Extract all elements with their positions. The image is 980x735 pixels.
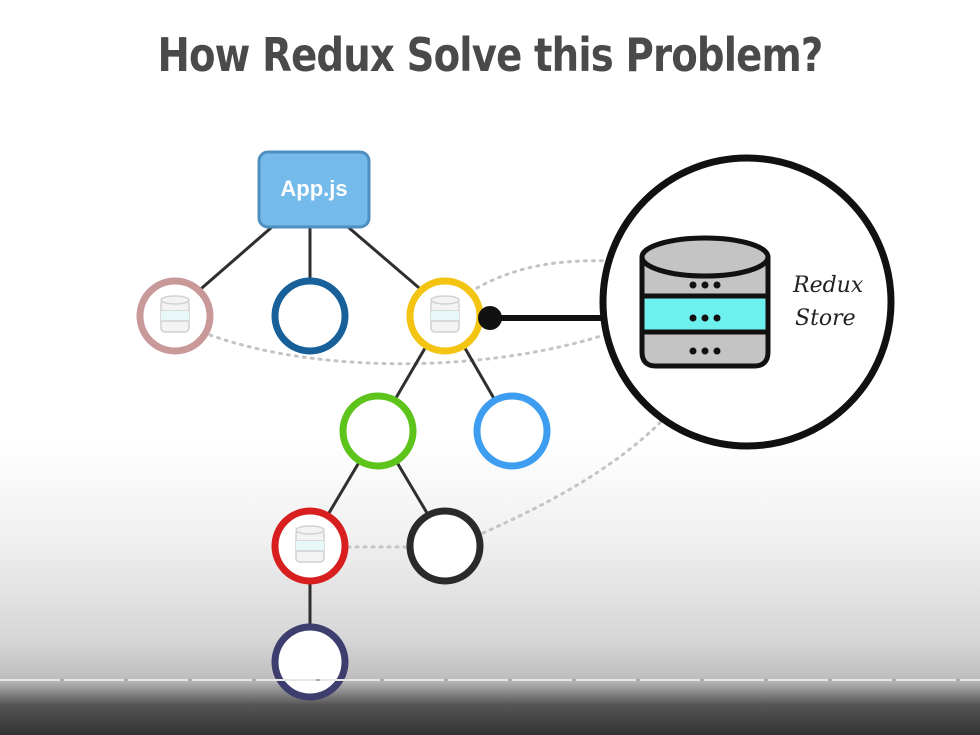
baseline-divider [0,679,980,681]
store-connector [478,306,608,330]
node-navy [271,623,349,701]
redux-store: Redux Store [599,154,895,450]
root-node: App.js [257,150,371,229]
connector-dot [478,306,502,330]
store-label-line1: Redux [792,273,864,298]
edge-green-red [324,457,363,520]
edge-root-yellow [346,225,427,295]
edge-green-black [393,457,432,520]
redux-store-database-icon [639,235,771,369]
database-icon [160,295,190,333]
node-lightblue [473,392,551,470]
node-green [339,392,417,470]
component-nodes [136,277,551,701]
root-box [257,150,371,229]
database-icon [430,295,460,333]
connection-pink-to-store [208,320,642,366]
node-darkblue [271,277,349,355]
store-connections [208,259,704,549]
edge-root-pink [193,225,274,296]
root-label: App.js [280,176,347,201]
page-title: How Redux Solve this Problem? [157,28,823,82]
node-red [271,507,349,585]
edge-yellow-lightblue [460,341,498,404]
node-pink [136,277,214,355]
connection-black-to-store [481,368,704,535]
node-black [406,507,484,585]
database-icon [295,525,325,563]
edge-yellow-green [391,341,430,405]
store-label-line2: Store [795,306,856,331]
connection-yellow-top-to-store [468,259,637,294]
